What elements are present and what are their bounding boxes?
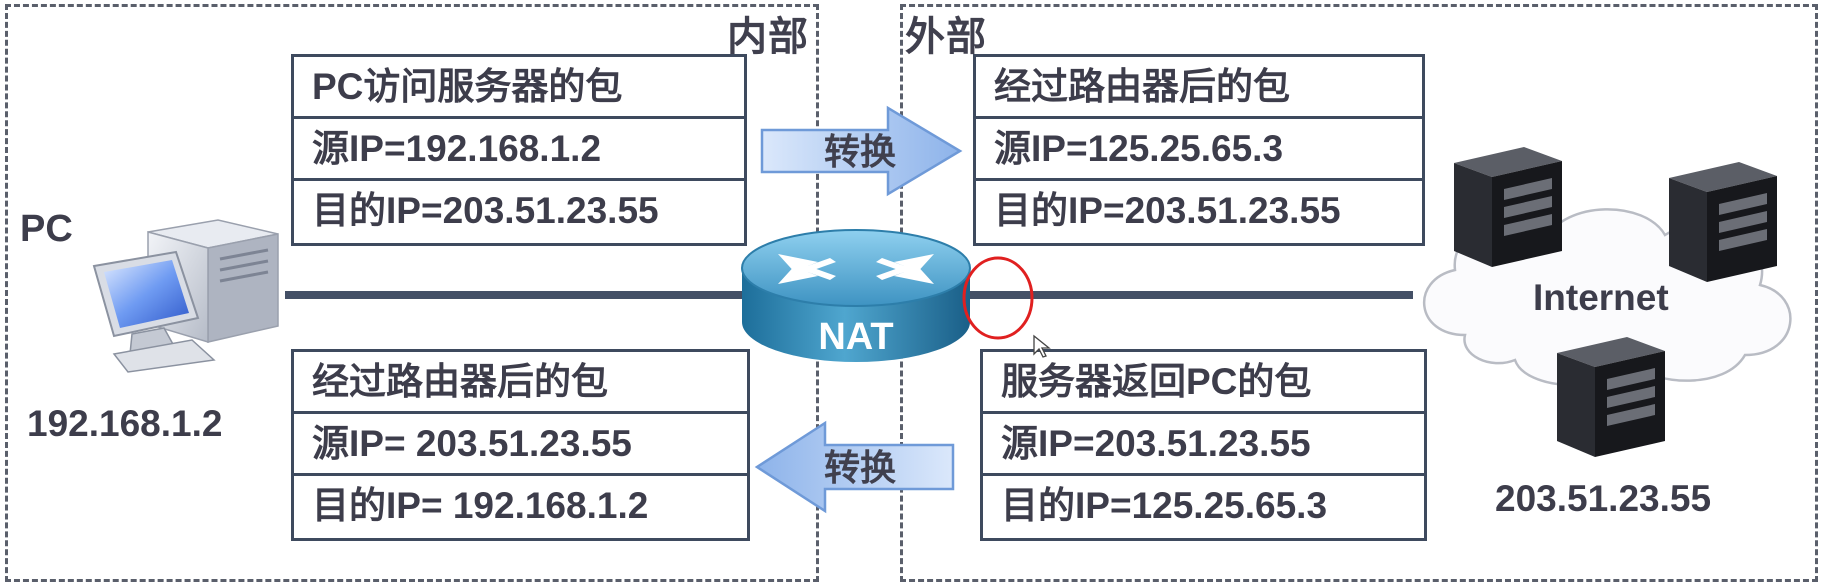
pc-label: PC [20,208,73,250]
server-icon [1557,337,1665,457]
pc-computer-icon [92,219,279,373]
inbound-arrow-label: 转换 [824,447,896,488]
server-ip-address: 203.51.23.55 [1495,478,1712,519]
packet-source-ip: 源IP= 203.51.23.55 [294,414,747,476]
packet-box-server-reply: 服务器返回PC的包 源IP=203.51.23.55 目的IP=125.25.6… [980,349,1427,541]
packet-destination-ip: 目的IP=203.51.23.55 [312,190,659,231]
internet-label: Internet [1533,277,1669,318]
nat-router-icon: NAT [741,229,971,362]
packet-source-ip: 源IP=125.25.65.3 [976,119,1422,181]
server-icon [1669,162,1777,282]
packet-source-ip: 源IP=192.168.1.2 [294,119,744,181]
pc-ip-address: 192.168.1.2 [27,403,223,444]
mouse-cursor-icon [1033,334,1051,358]
highlight-circle [962,256,1034,340]
inbound-translate-arrow: 转换 [754,420,955,514]
packet-box-pc-request: PC访问服务器的包 源IP=192.168.1.2 目的IP=203.51.23… [291,54,747,246]
packet-title: 经过路由器后的包 [976,57,1422,119]
packet-destination-ip: 目的IP=203.51.23.55 [994,190,1341,231]
outbound-translate-arrow: 转换 [760,105,963,197]
packet-source-ip: 源IP=203.51.23.55 [983,414,1424,476]
packet-destination-ip: 目的IP= 192.168.1.2 [312,485,649,526]
link-router-to-internet [968,291,1413,299]
packet-destination-ip: 目的IP=125.25.65.3 [1001,485,1328,526]
outbound-arrow-label: 转换 [824,131,896,172]
packet-box-after-router-outbound: 经过路由器后的包 源IP=125.25.65.3 目的IP=203.51.23.… [973,54,1425,246]
packet-title: 服务器返回PC的包 [983,352,1424,414]
packet-box-after-router-inbound: 经过路由器后的包 源IP= 203.51.23.55 目的IP= 192.168… [291,349,750,541]
outside-zone-label: 外部 [905,15,987,59]
link-pc-to-router [285,291,755,299]
packet-title: 经过路由器后的包 [294,352,747,414]
router-label: NAT [818,316,893,358]
inside-zone-label: 内部 [727,15,809,59]
server-icon [1454,147,1562,267]
packet-title: PC访问服务器的包 [294,57,744,119]
